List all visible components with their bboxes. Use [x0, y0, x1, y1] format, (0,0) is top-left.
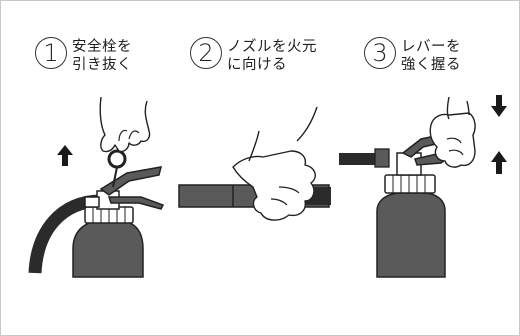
step-1-number-badge: 1	[35, 37, 67, 69]
step-3-hose	[339, 153, 377, 165]
step-3-fire-extinguisher-icon	[376, 132, 451, 278]
step-3-text: レバーを 強く握る	[401, 38, 461, 74]
step-3-line-1: レバーを	[401, 39, 461, 55]
step-2-number-badge: 2	[190, 37, 222, 69]
step-2-hand-icon	[232, 150, 316, 221]
step-3-number-badge: 3	[364, 37, 396, 69]
step-1-illustration	[28, 96, 165, 278]
step-1-hand-icon	[99, 96, 151, 153]
step-2-line-1: ノズルを火元	[227, 39, 317, 55]
step-1-line-2: 引き抜く	[72, 57, 132, 73]
step-3-up-arrow-icon	[491, 151, 507, 174]
step-1-line-1: 安全栓を	[72, 39, 132, 55]
step-1-text: 安全栓を 引き抜く	[72, 38, 132, 74]
step-3-down-arrow-icon	[491, 95, 507, 117]
step-2-line-2: に向ける	[227, 57, 287, 73]
step-3-line-2: 強く握る	[401, 57, 461, 73]
step-2-illustration	[178, 106, 331, 221]
step-1-fire-extinguisher-icon	[72, 149, 165, 278]
step-2-text: ノズルを火元 に向ける	[227, 38, 317, 74]
step-1-up-arrow-icon	[57, 145, 73, 166]
step-3-hand-icon	[429, 112, 476, 168]
step-3-illustration	[339, 95, 507, 278]
